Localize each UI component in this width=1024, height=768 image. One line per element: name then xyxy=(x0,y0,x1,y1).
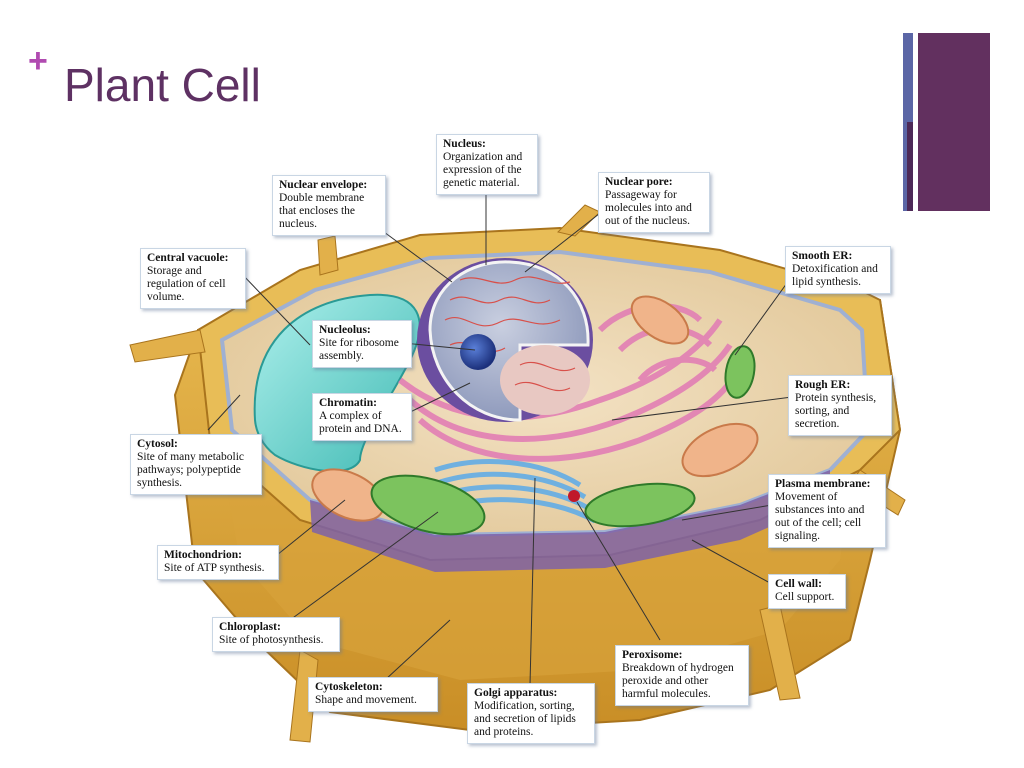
slide-title: Plant Cell xyxy=(64,59,261,111)
label-rough-er-heading: Rough ER: xyxy=(795,379,851,391)
label-mitochondrion: Mitochondrion: Site of ATP synthesis. xyxy=(157,545,279,580)
label-chloroplast-heading: Chloroplast: xyxy=(219,621,281,633)
label-cell-wall-text: Cell support. xyxy=(775,591,835,603)
label-central-vacuole-text: Storage and regulation of cell volume. xyxy=(147,265,226,303)
label-cytosol: Cytosol: Site of many metabolic pathways… xyxy=(130,434,262,495)
label-cytoskeleton: Cytoskeleton: Shape and movement. xyxy=(308,677,438,712)
label-nuclear-pore-text: Passageway for molecules into and out of… xyxy=(605,189,692,227)
label-nucleus-text: Organization and expression of the genet… xyxy=(443,151,523,189)
label-nucleolus-text: Site for ribosome assembly. xyxy=(319,337,399,362)
nucleus-shape xyxy=(417,258,593,422)
plus-icon: + xyxy=(28,42,48,80)
label-golgi-apparatus-text: Modification, sorting, and secretion of … xyxy=(474,700,576,738)
label-cytoskeleton-text: Shape and movement. xyxy=(315,694,417,706)
label-nucleus: Nucleus: Organization and expression of … xyxy=(436,134,538,195)
label-nuclear-pore-heading: Nuclear pore: xyxy=(605,176,673,188)
label-rough-er: Rough ER: Protein synthesis, sorting, an… xyxy=(788,375,892,436)
label-chromatin-text: A complex of protein and DNA. xyxy=(319,410,402,435)
label-nucleolus: Nucleolus: Site for ribosome assembly. xyxy=(312,320,412,368)
label-plasma-membrane-heading: Plasma membrane: xyxy=(775,478,871,490)
label-mitochondrion-heading: Mitochondrion: xyxy=(164,549,242,561)
label-chromatin: Chromatin: A complex of protein and DNA. xyxy=(312,393,412,441)
leader-lines xyxy=(207,195,801,686)
label-chloroplast: Chloroplast: Site of photosynthesis. xyxy=(212,617,340,652)
nucleolus-shape xyxy=(460,334,496,370)
plasma-membrane-band xyxy=(310,470,830,572)
label-central-vacuole-heading: Central vacuole: xyxy=(147,252,229,264)
label-peroxisome-text: Breakdown of hydrogen peroxide and other… xyxy=(622,662,734,700)
label-plasma-membrane-text: Movement of substances into and out of t… xyxy=(775,491,865,542)
label-rough-er-text: Protein synthesis, sorting, and secretio… xyxy=(795,392,877,430)
label-cell-wall: Cell wall: Cell support. xyxy=(768,574,846,609)
label-nuclear-pore: Nuclear pore: Passageway for molecules i… xyxy=(598,172,710,233)
chloroplast-shapes xyxy=(370,345,756,536)
label-golgi-apparatus: Golgi apparatus: Modification, sorting, … xyxy=(467,683,595,744)
label-plasma-membrane: Plasma membrane: Movement of substances … xyxy=(768,474,886,548)
label-chromatin-heading: Chromatin: xyxy=(319,397,377,409)
label-nucleus-heading: Nucleus: xyxy=(443,138,486,150)
label-cytosol-text: Site of many metabolic pathways; polypep… xyxy=(137,451,244,489)
label-peroxisome-heading: Peroxisome: xyxy=(622,649,683,661)
label-golgi-apparatus-heading: Golgi apparatus: xyxy=(474,687,558,699)
label-smooth-er: Smooth ER: Detoxification and lipid synt… xyxy=(785,246,891,294)
label-cytoskeleton-heading: Cytoskeleton: xyxy=(315,681,383,693)
label-peroxisome: Peroxisome: Breakdown of hydrogen peroxi… xyxy=(615,645,749,706)
label-chloroplast-text: Site of photosynthesis. xyxy=(219,634,324,646)
label-central-vacuole: Central vacuole: Storage and regulation … xyxy=(140,248,246,309)
label-mitochondrion-text: Site of ATP synthesis. xyxy=(164,562,265,574)
label-nuclear-envelope: Nuclear envelope: Double membrane that e… xyxy=(272,175,386,236)
label-smooth-er-heading: Smooth ER: xyxy=(792,250,853,262)
label-cell-wall-heading: Cell wall: xyxy=(775,578,822,590)
accent-bar-wide xyxy=(918,33,990,211)
label-nucleolus-heading: Nucleolus: xyxy=(319,324,371,336)
label-smooth-er-text: Detoxification and lipid synthesis. xyxy=(792,263,878,288)
mitochondria-shapes xyxy=(311,295,759,522)
accent-bar-thin-dark xyxy=(907,122,913,211)
peroxisome-shape xyxy=(568,490,580,502)
label-nuclear-envelope-heading: Nuclear envelope: xyxy=(279,179,368,191)
label-nuclear-envelope-text: Double membrane that encloses the nucleu… xyxy=(279,192,365,230)
label-cytosol-heading: Cytosol: xyxy=(137,438,178,450)
